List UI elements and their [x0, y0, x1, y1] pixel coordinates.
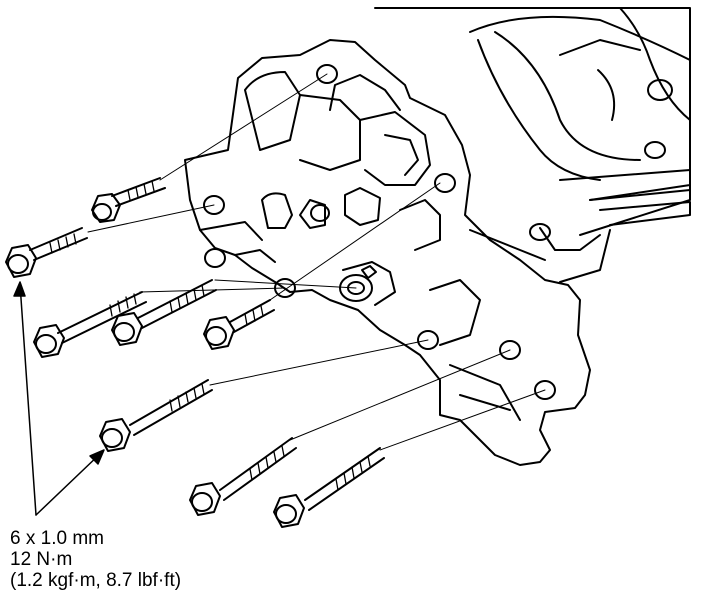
bolt-3 [33, 291, 147, 358]
bolt-8 [273, 447, 385, 528]
torque-label: 12 N·m [10, 549, 73, 570]
engine-block [374, 7, 691, 283]
callout-arrows [13, 281, 105, 516]
torque-alt-label: (1.2 kgf·m, 8.7 lbf·ft) [10, 570, 182, 591]
bolt-size-label: 6 x 1.0 mm [10, 528, 104, 549]
bolt-spec-callout: 6 x 1.0 mm 12 N·m (1.2 kgf·m, 8.7 lbf·ft… [10, 528, 181, 591]
bolt-7 [189, 437, 297, 516]
bolt-2 [5, 227, 88, 278]
pump-housing [184, 39, 591, 466]
bolt-1 [91, 177, 166, 223]
guide-lines [87, 73, 546, 451]
bolt-5 [203, 299, 275, 350]
bolt-4 [111, 279, 217, 346]
bolt-6 [99, 379, 213, 452]
